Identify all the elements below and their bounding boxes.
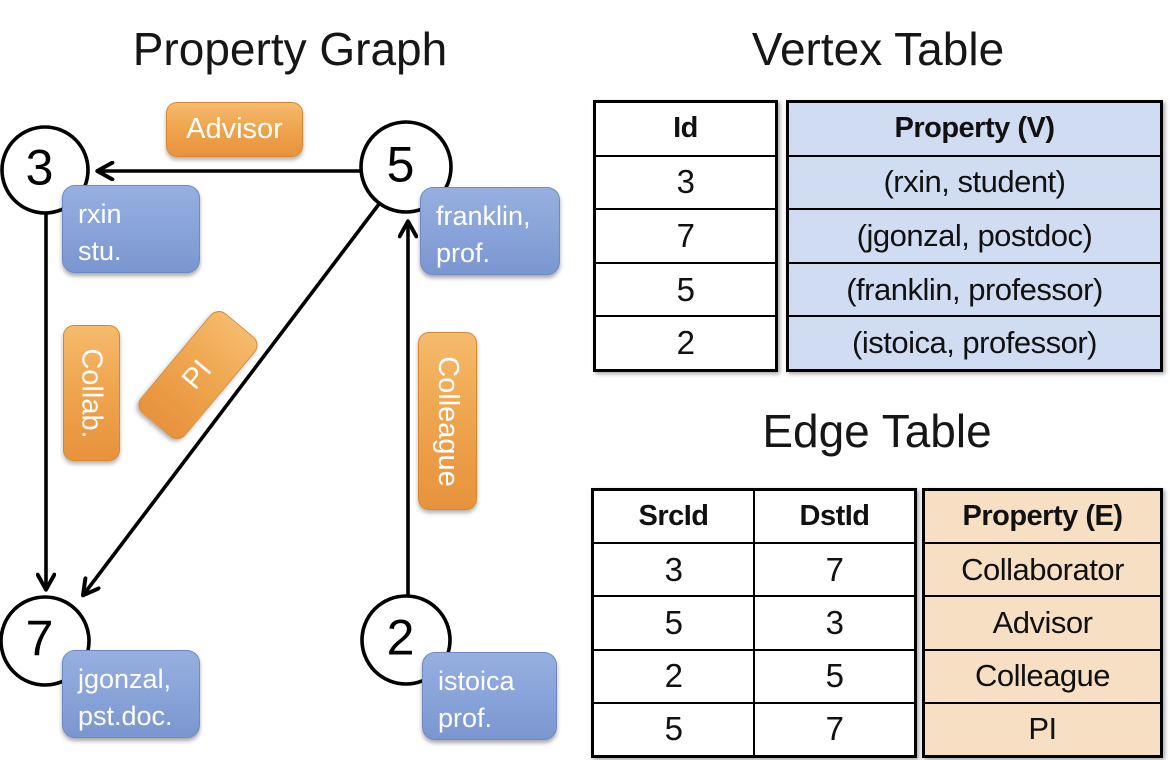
table-cell: (rxin, student) (789, 154, 1160, 209)
edge-table-header-srcid: SrcId (638, 500, 709, 533)
edge-label-advisor: Advisor (166, 102, 303, 157)
edge-label-collab-text: Collab. (76, 347, 108, 439)
edge-table-property-column: Property (E) Collaborator Advisor Collea… (922, 488, 1163, 758)
node-label-rxin-line2: stu. (78, 236, 122, 267)
edge-table-dstid-column: DstId 7 3 5 7 (753, 491, 914, 755)
table-cell: 3 (596, 154, 775, 209)
vertex-table-header-id: Id (673, 112, 698, 145)
table-cell: 2 (594, 648, 753, 702)
node-id-3: 3 (25, 139, 54, 196)
vertex-table-header-property: Property (V) (789, 103, 1160, 155)
table-cell: 3 (755, 595, 914, 648)
edge-label-colleague: Colleague (418, 332, 477, 510)
node-label-rxin-line1: rxin (78, 199, 122, 229)
edge-label-colleague-text: Colleague (432, 355, 465, 487)
node-label-istoica: istoica prof. (422, 652, 557, 740)
table-cell: (franklin, professor) (789, 261, 1160, 316)
edge-pi-5-to-7 (84, 202, 381, 594)
edge-label-pi-text: PI (176, 353, 219, 396)
node-id-7: 7 (25, 610, 54, 667)
node-label-franklin-line2: prof. (436, 238, 491, 269)
node-label-istoica-line1: istoica (438, 666, 515, 696)
table-cell: 3 (594, 542, 753, 595)
table-cell: Collaborator (925, 542, 1160, 596)
edge-label-collab: Collab. (63, 325, 120, 461)
node-id-2: 2 (386, 609, 415, 666)
table-cell: 5 (594, 701, 753, 755)
vertex-table-title: Vertex Table (751, 23, 1005, 75)
table-cell: 5 (755, 648, 914, 702)
table-cell: Advisor (925, 595, 1160, 649)
node-label-jgonzal-line2: pst.doc. (78, 701, 173, 732)
edge-table-id-columns: SrcId 3 5 2 5 DstId 7 3 5 7 (591, 488, 917, 758)
table-cell: 5 (594, 595, 753, 648)
edge-table-srcid-column: SrcId 3 5 2 5 (594, 491, 753, 755)
node-label-jgonzal: jgonzal, pst.doc. (62, 650, 200, 738)
node-id-5: 5 (386, 136, 415, 193)
vertex-table-id-column: Id 3 7 5 2 (593, 100, 778, 372)
vertex-table-property-column: Property (V) (rxin, student) (jgonzal, p… (786, 100, 1163, 372)
table-cell: (istoica, professor) (789, 315, 1160, 369)
property-graph-title: Property Graph (132, 23, 448, 75)
node-label-franklin: franklin, prof. (420, 187, 560, 275)
table-cell: PI (925, 701, 1160, 756)
node-label-jgonzal-line1: jgonzal, (78, 664, 172, 694)
node-label-franklin-line1: franklin, (436, 201, 531, 231)
table-cell: (jgonzal, postdoc) (789, 208, 1160, 262)
table-cell: 7 (755, 701, 914, 755)
table-cell: 7 (755, 542, 914, 595)
table-cell: Colleague (925, 648, 1160, 702)
edge-table-title: Edge Table (762, 405, 992, 457)
node-label-istoica-line2: prof. (438, 703, 493, 734)
node-label-rxin: rxin stu. (62, 185, 200, 273)
table-cell: 5 (596, 261, 775, 316)
edge-table-header-dstid: DstId (799, 500, 871, 533)
edge-table-header-property: Property (E) (925, 491, 1160, 543)
edge-label-advisor-text: Advisor (186, 113, 283, 145)
table-cell: 2 (596, 315, 775, 369)
table-cell: 7 (596, 208, 775, 262)
